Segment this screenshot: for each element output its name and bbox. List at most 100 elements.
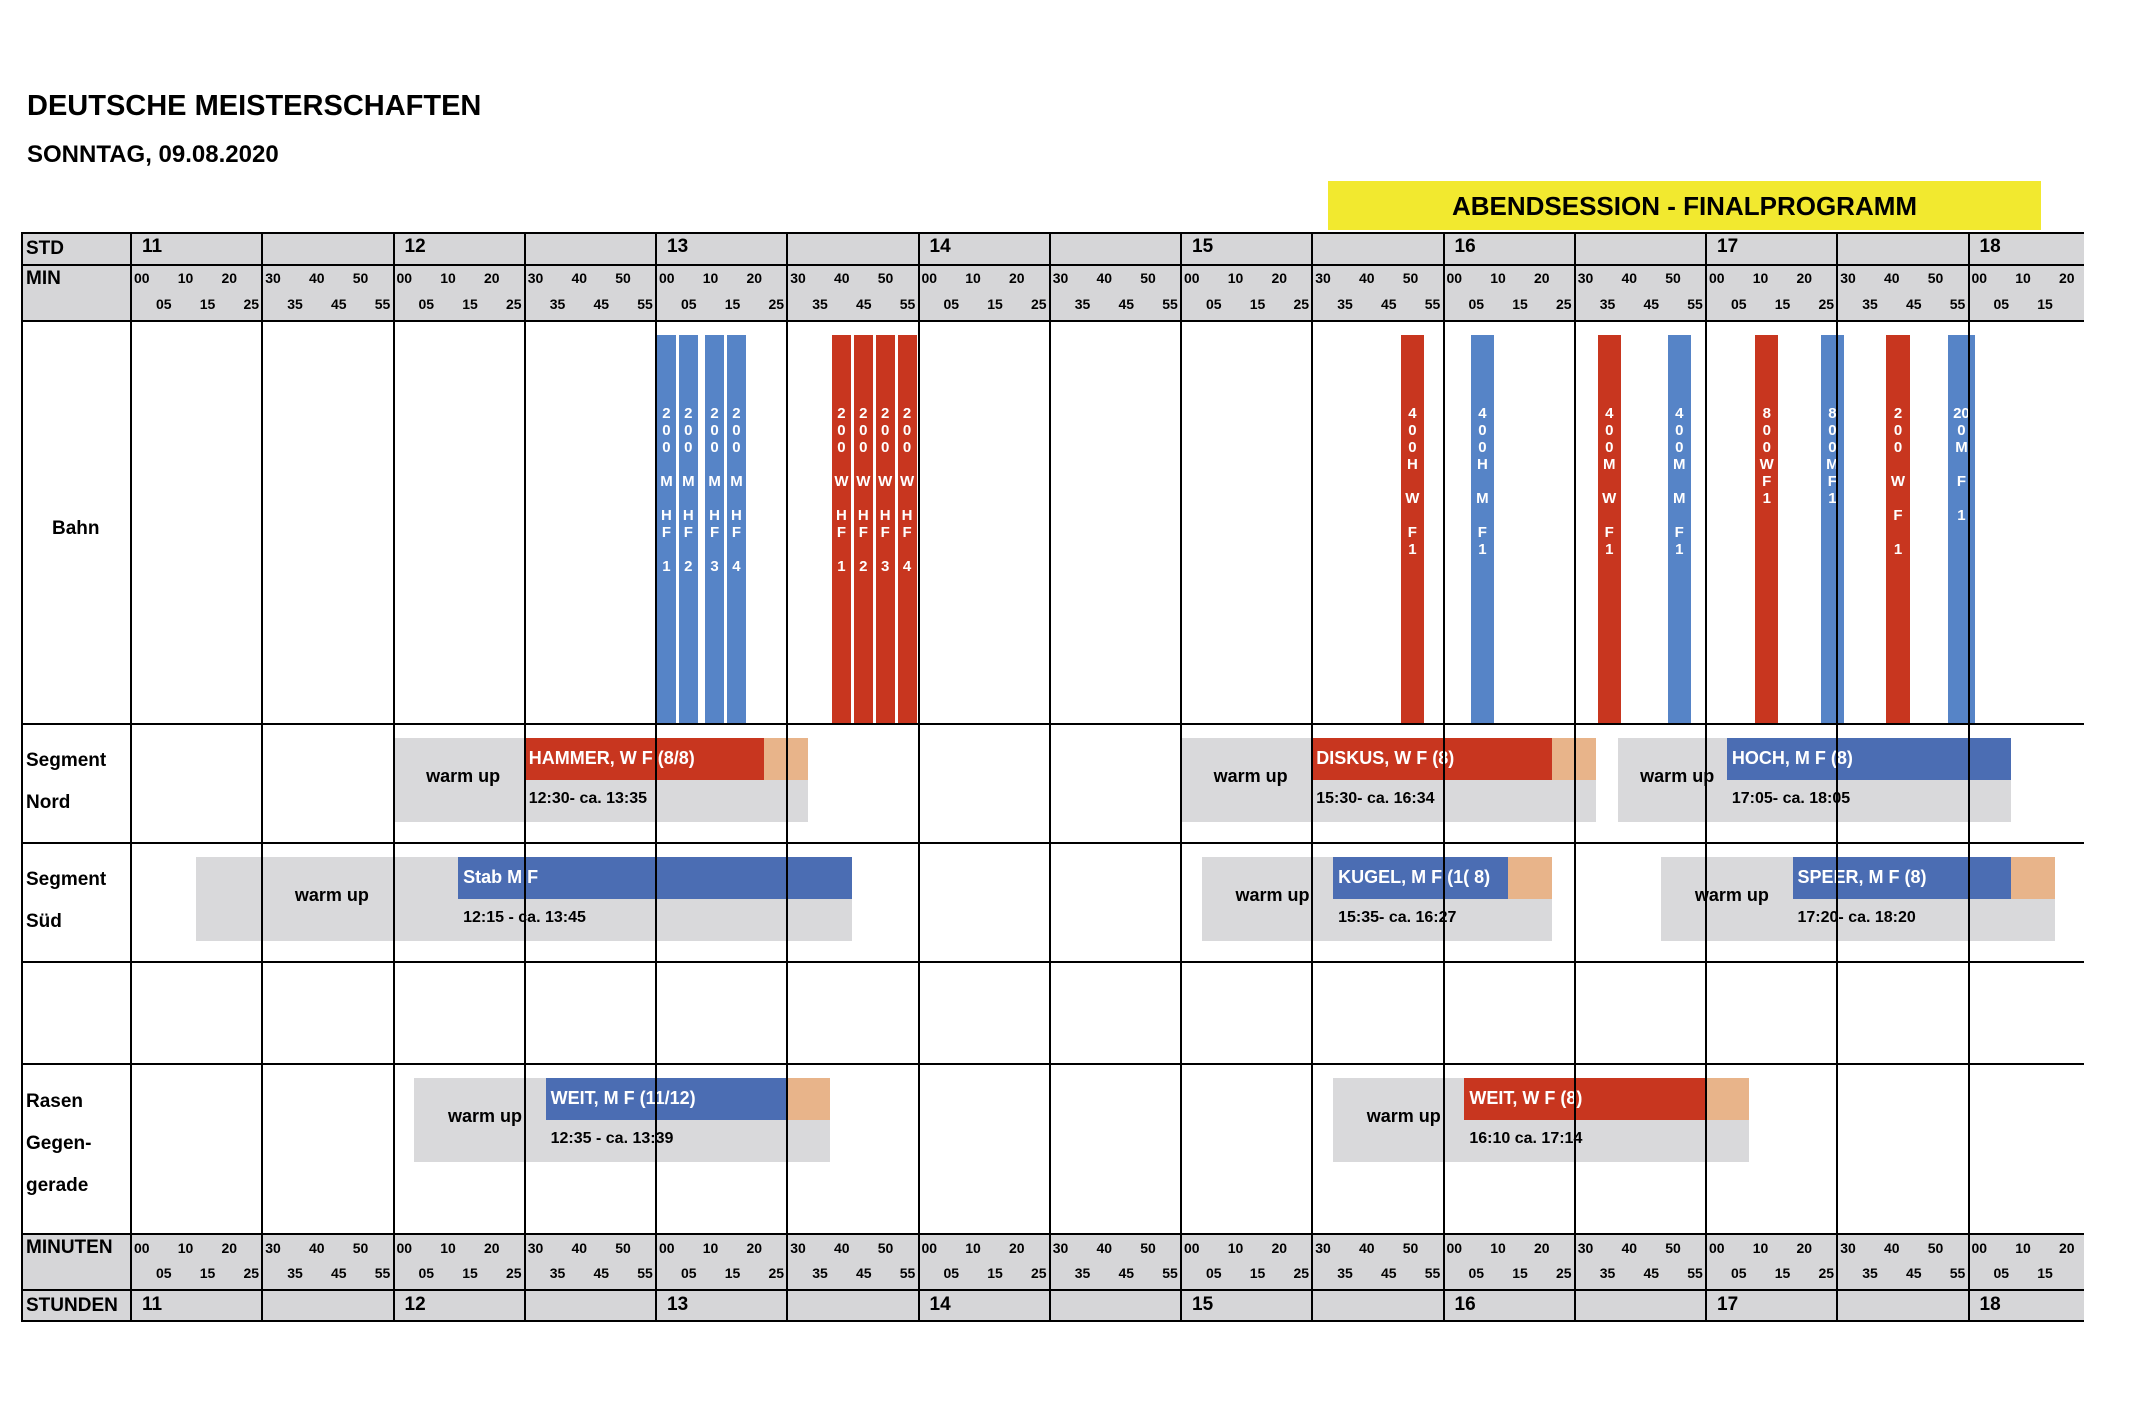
field-event-time: 12:35 - ca. 13:39: [550, 1130, 674, 1147]
min-tick-top: 50: [1140, 270, 1156, 286]
minuten-tick-bottom: 35: [287, 1265, 303, 1281]
min-tick-top: 30: [527, 270, 544, 286]
field-event-bar[interactable]: WEIT, M F (11/12): [545, 1078, 787, 1120]
minuten-tick-top: 50: [1140, 1240, 1156, 1256]
buffer-block: [2011, 857, 2055, 899]
hour-label-top: 18: [1979, 236, 2001, 257]
field-event-bar[interactable]: DISKUS, W F (8): [1311, 738, 1552, 780]
field-event-bar[interactable]: HAMMER, W F (8/8): [523, 738, 765, 780]
track-event-bar[interactable]: 2 0 0 M H F 2: [678, 335, 698, 723]
track-event-bar[interactable]: 2 0 0 W H F 2: [853, 335, 873, 723]
minuten-tick-top: 30: [1577, 1240, 1594, 1256]
minuten-tick-top: 50: [1665, 1240, 1681, 1256]
min-tick-top: 20: [484, 270, 500, 286]
row-label-rasen: Rasen: [26, 1091, 84, 1112]
track-event-bar[interactable]: 2 0 0 W H F 3: [875, 335, 895, 723]
min-tick-bottom: 35: [1337, 296, 1353, 312]
grid-line-v: [1442, 232, 1445, 1321]
grid-line-v: [1311, 232, 1314, 1321]
min-tick-top: 40: [1096, 270, 1113, 286]
track-event-bar[interactable]: 2 0 0 W H F 1: [832, 335, 851, 723]
min-tick-bottom: 45: [1381, 296, 1397, 312]
minuten-tick-top: 40: [1096, 1240, 1113, 1256]
minuten-tick-bottom: 25: [768, 1265, 785, 1281]
min-tick-top: 20: [1796, 270, 1813, 286]
track-event-bar[interactable]: 4 0 0 H M F 1: [1470, 335, 1494, 723]
minuten-tick-bottom: 05: [1731, 1265, 1747, 1281]
minuten-tick-bottom: 55: [1424, 1265, 1441, 1281]
track-event-bar[interactable]: 2 0 0 W F 1: [1886, 335, 1910, 723]
warmup-label: warm up: [1213, 766, 1288, 786]
min-tick-top: 50: [1665, 270, 1681, 286]
minuten-tick-bottom: 35: [1074, 1265, 1091, 1281]
min-tick-bottom: 15: [1512, 296, 1528, 312]
track-event-bar[interactable]: 4 0 0 M M F 1: [1667, 335, 1691, 723]
min-tick-top: 30: [265, 270, 281, 286]
min-tick-bottom: 05: [681, 296, 697, 312]
minuten-tick-top: 20: [1009, 1240, 1025, 1256]
hour-label-bottom: 16: [1454, 1294, 1476, 1315]
minuten-tick-bottom: 25: [1293, 1265, 1310, 1281]
min-tick-top: 00: [134, 270, 150, 286]
hour-label-top: 14: [929, 236, 951, 257]
track-event-bar[interactable]: 4 0 0 H W F 1: [1400, 335, 1424, 723]
minuten-tick-top: 00: [1971, 1240, 1988, 1256]
min-tick-top: 30: [1315, 270, 1331, 286]
track-event-bar[interactable]: 2 0 0 W H F 4: [897, 335, 917, 723]
min-tick-top: 50: [1927, 270, 1944, 286]
track-event-bar[interactable]: 8 0 0 M F 1: [1820, 335, 1844, 723]
minuten-tick-top: 00: [396, 1240, 413, 1256]
minuten-tick-top: 20: [221, 1240, 238, 1256]
grid-line-h: [21, 1289, 2084, 1291]
grid-line-v: [1048, 232, 1051, 1321]
min-tick-top: 00: [396, 270, 413, 286]
track-event-bar[interactable]: 2 0 0 M H F 3: [705, 335, 724, 723]
min-tick-top: 40: [571, 270, 588, 286]
grid-line-h: [21, 842, 2084, 844]
minuten-tick-top: 40: [1884, 1240, 1900, 1256]
min-tick-bottom: 45: [856, 296, 872, 312]
minuten-tick-bottom: 15: [724, 1265, 741, 1281]
min-tick-top: 50: [1402, 270, 1419, 286]
min-tick-bottom: 35: [812, 296, 828, 312]
min-tick-top: 40: [1621, 270, 1638, 286]
min-tick-top: 10: [177, 270, 194, 286]
grid-line-v: [1180, 232, 1182, 1321]
field-event-bar[interactable]: KUGEL, M F (1( 8): [1333, 857, 1509, 899]
min-tick-bottom: 35: [1074, 296, 1091, 312]
field-event-time: 17:05- ca. 18:05: [1731, 790, 1851, 807]
grid-line-h: [21, 723, 2084, 725]
minuten-tick-bottom: 25: [1556, 1265, 1572, 1281]
min-tick-top: 20: [221, 270, 238, 286]
field-event-bar[interactable]: WEIT, W F (8): [1464, 1078, 1705, 1120]
minuten-tick-bottom: 15: [2037, 1265, 2053, 1281]
hour-label-bottom: 18: [1979, 1294, 2001, 1315]
grid-line-v: [130, 232, 132, 1321]
minuten-tick-top: 30: [1315, 1240, 1331, 1256]
field-event-bar[interactable]: SPEER, M F (8): [1792, 857, 2012, 899]
minuten-tick-bottom: 15: [987, 1265, 1003, 1281]
minuten-label: MINUTEN: [26, 1237, 113, 1258]
warmup-label: warm up: [294, 885, 369, 905]
page-subtitle: SONNTAG, 09.08.2020: [27, 141, 279, 168]
minuten-tick-bottom: 05: [418, 1265, 435, 1281]
track-event-bar[interactable]: 20 0 M F 1: [1947, 335, 1976, 723]
minuten-tick-top: 00: [1184, 1240, 1200, 1256]
track-event-bar[interactable]: 4 0 0 M W F 1: [1597, 335, 1621, 723]
track-event-bar[interactable]: 2 0 0 M H F 1: [657, 335, 676, 723]
track-event-bar[interactable]: 2 0 0 M H F 4: [727, 335, 746, 723]
track-event-bar[interactable]: 8 0 0 W F 1: [1755, 335, 1779, 723]
minuten-tick-bottom: 55: [1162, 1265, 1178, 1281]
minuten-tick-top: 30: [790, 1240, 806, 1256]
row-label-rasen: gerade: [26, 1175, 89, 1196]
field-event-bar[interactable]: HOCH, M F (8): [1726, 738, 2012, 780]
min-tick-bottom: 45: [331, 296, 347, 312]
row-label-sued: Segment: [26, 869, 107, 890]
row-label-sued: Süd: [26, 911, 62, 932]
minuten-tick-top: 10: [965, 1240, 981, 1256]
minuten-tick-bottom: 45: [1643, 1265, 1660, 1281]
hour-label-bottom: 12: [404, 1294, 426, 1315]
min-tick-top: 40: [1884, 270, 1900, 286]
minuten-tick-bottom: 05: [681, 1265, 697, 1281]
field-event-time: 12:15 - ca. 13:45: [463, 909, 586, 926]
